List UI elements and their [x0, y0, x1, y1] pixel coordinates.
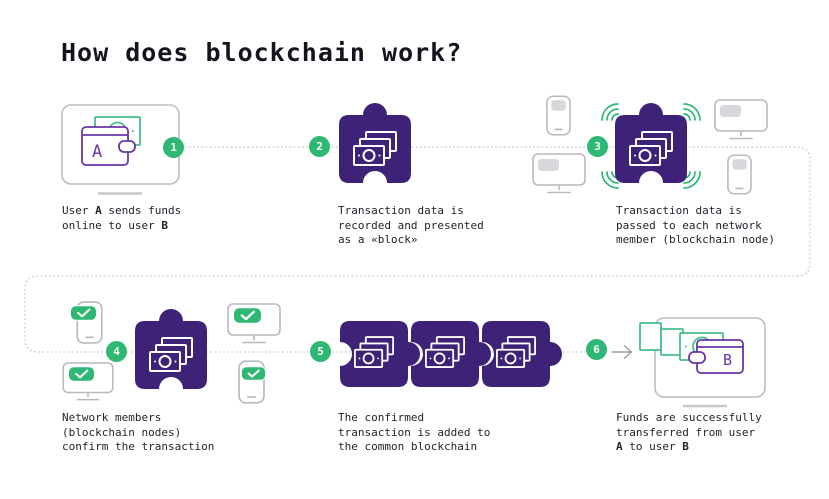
check-badge-icon [233, 307, 262, 324]
wallet-a-letter: A [92, 142, 102, 162]
caption-line: member (blockchain node) [616, 233, 775, 246]
smartphone-icon [727, 153, 752, 196]
page-title: How does blockchain work? [61, 38, 463, 67]
caption-line: the common blockchain [338, 440, 478, 453]
arrow-right-icon [611, 345, 633, 359]
step-caption: Network members(blockchain nodes)confirm… [62, 411, 214, 455]
step-number-badge: 5 [310, 341, 331, 362]
block-puzzle-chain-piece [482, 321, 562, 387]
caption-line: A to user B [616, 440, 689, 453]
caption-line: as a «block» [338, 233, 418, 246]
block-puzzle-chain-piece [411, 321, 491, 387]
dotted-flow-line [24, 146, 811, 353]
step-number-badge: 6 [586, 339, 607, 360]
monitor-icon [714, 99, 768, 141]
caption-line: Funds are successfully [616, 411, 762, 424]
smartphone-icon [546, 95, 571, 136]
block-puzzle-icon [339, 95, 411, 185]
caption-line: (blockchain nodes) [62, 425, 182, 439]
step-number-badge: 2 [309, 136, 330, 157]
step-number-badge: 4 [106, 341, 127, 362]
monitor-wallet-b-graphic: B [639, 317, 766, 408]
check-badge-icon [70, 305, 97, 321]
block-puzzle-icon [615, 95, 687, 185]
block-puzzle-chain-piece [340, 321, 420, 387]
check-badge-icon [241, 366, 266, 381]
caption-line: online to user B [62, 218, 168, 232]
wallet-icon [688, 339, 744, 374]
wallet-b-letter: B [723, 351, 732, 369]
caption-line: User A sends funds [62, 204, 182, 217]
caption-line: Transaction data is [616, 204, 742, 217]
caption-line: Network members [62, 411, 162, 424]
caption-line: transaction is added to [338, 425, 491, 439]
caption-line: transferred from user [616, 425, 756, 439]
block-puzzle-icon [135, 301, 207, 391]
monitor-wallet-a-graphic: A [61, 104, 180, 195]
monitor-icon [532, 153, 586, 195]
step-number-badge: 1 [163, 137, 184, 158]
wallet-icon [81, 126, 136, 166]
check-badge-icon [68, 366, 95, 382]
caption-line: confirm the transaction [62, 440, 215, 453]
caption-line: recorded and presented [338, 218, 484, 232]
caption-line: Transaction data is [338, 204, 464, 217]
step-number-badge: 3 [587, 136, 608, 157]
caption-line: passed to each network [616, 218, 762, 232]
caption-line: The confirmed [338, 411, 425, 424]
